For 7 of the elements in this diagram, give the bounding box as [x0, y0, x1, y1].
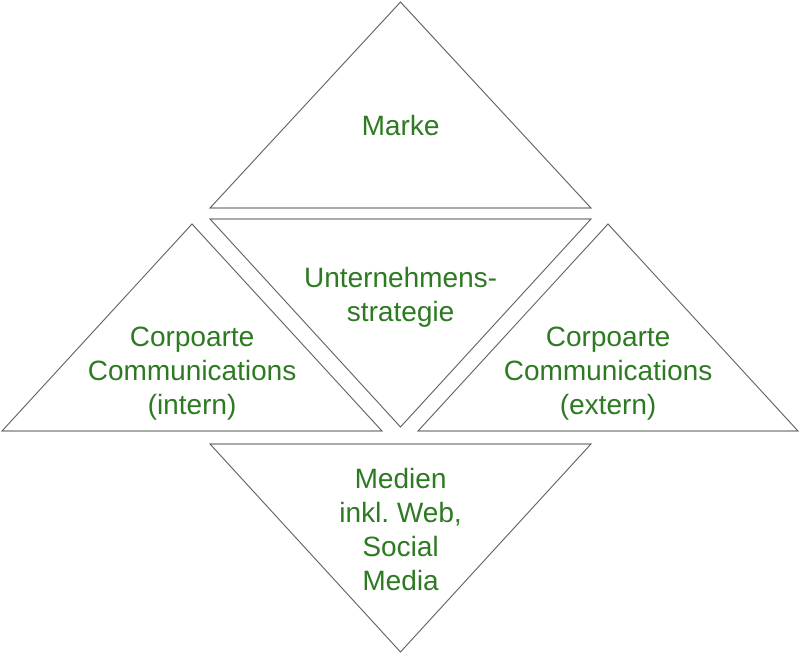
triangle-label: Corpoarte Communications (intern) — [86, 320, 298, 422]
triangle-panel — [210, 444, 591, 652]
triangle-label: Unternehmens- strategie — [303, 261, 498, 329]
triangle-panel — [210, 2, 591, 208]
triangle-label: Marke — [360, 109, 440, 143]
triangle-label: Medien inkl. Web, Social Media — [338, 462, 463, 598]
triangle-label: Corpoarte Communications (extern) — [502, 320, 714, 422]
